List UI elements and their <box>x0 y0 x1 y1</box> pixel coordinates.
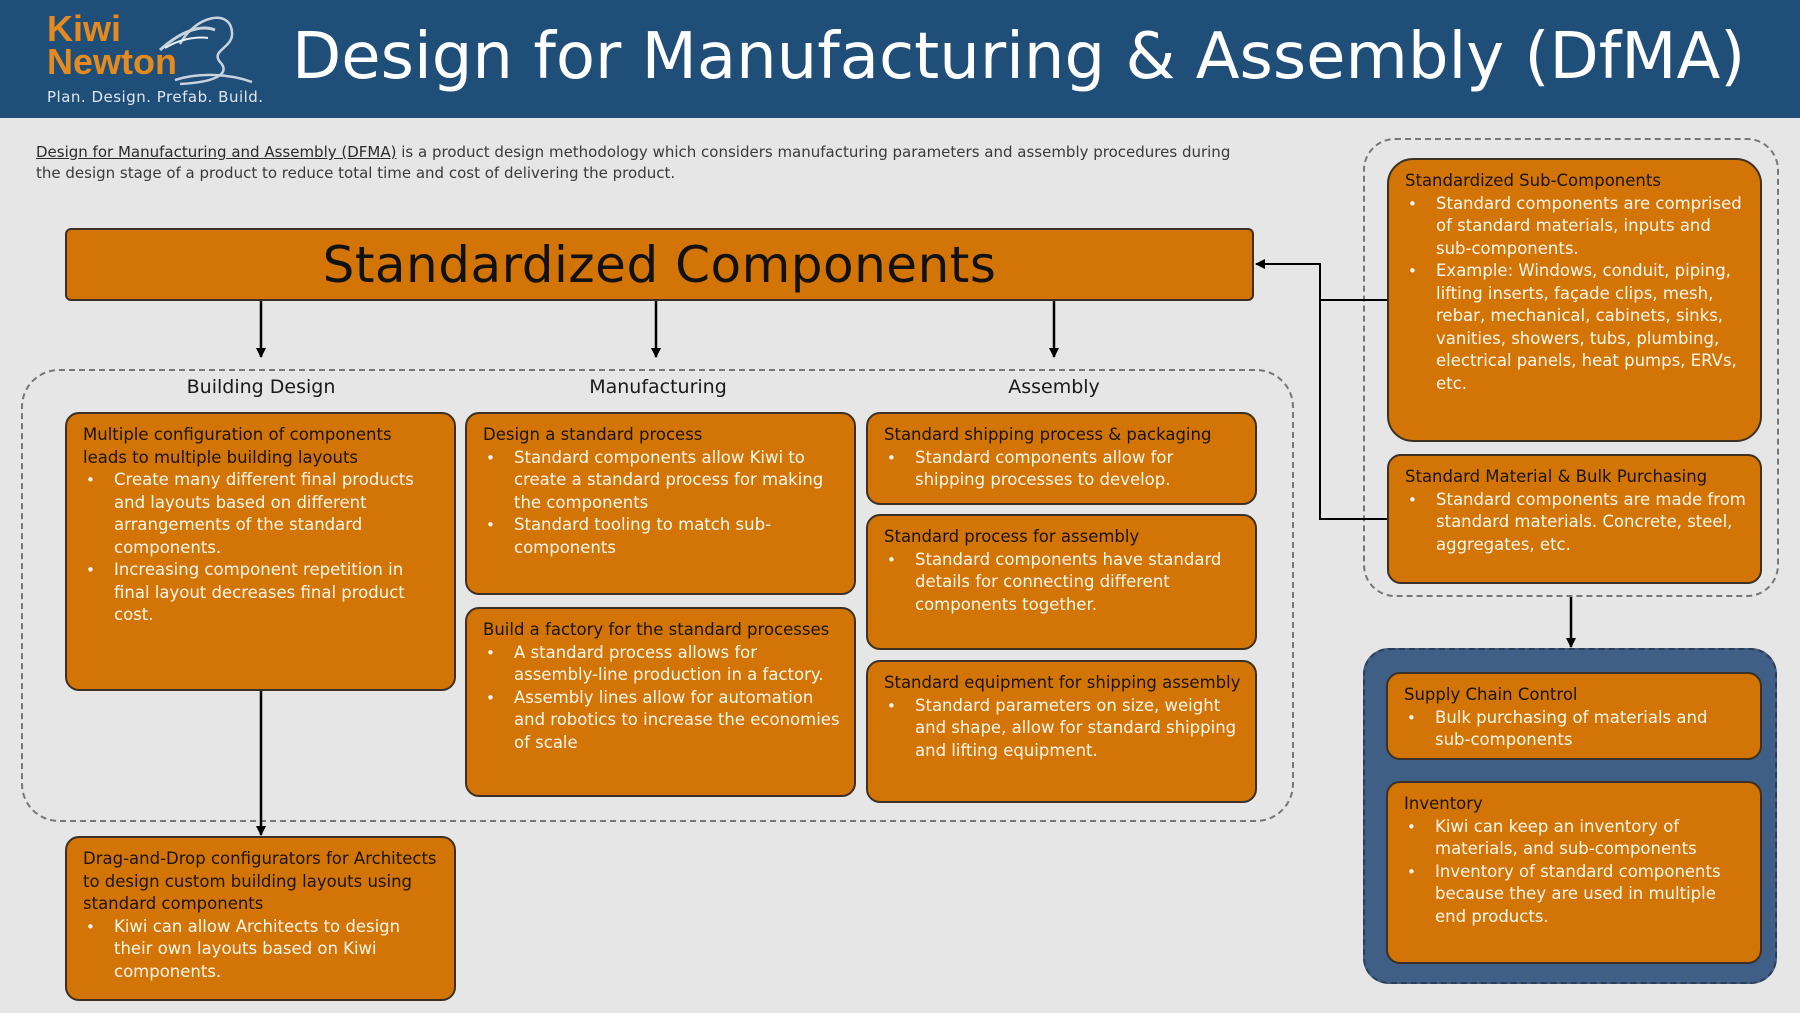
card-bullet: Kiwi can allow Architects to design thei… <box>83 916 440 984</box>
card-bullet: Bulk purchasing of materials and sub-com… <box>1404 707 1746 752</box>
card-bullet: Increasing component repetition in final… <box>83 559 440 627</box>
card-supply-chain-control: Supply Chain Control Bulk purchasing of … <box>1386 672 1762 760</box>
card-bullet: A standard process allows for assembly-l… <box>483 642 840 687</box>
card-title: Standardized Sub-Components <box>1405 171 1661 190</box>
card-bullet: Standard components allow for shipping p… <box>884 447 1241 492</box>
card-bullet: Standard components are made from standa… <box>1405 489 1746 557</box>
logo-tagline: Plan. Design. Prefab. Build. <box>47 88 264 106</box>
card-bullet: Inventory of standard components because… <box>1404 861 1746 929</box>
card-multiple-configuration: Multiple configuration of components lea… <box>65 412 456 691</box>
card-inventory: Inventory Kiwi can keep an inventory of … <box>1386 781 1762 964</box>
header-banner: Kiwi Newton Plan. Design. Prefab. Build.… <box>0 0 1800 118</box>
card-shipping-process: Standard shipping process & packaging St… <box>866 412 1257 505</box>
process-columns-group <box>21 369 1294 822</box>
card-build-factory: Build a factory for the standard process… <box>465 607 856 797</box>
page-title: Design for Manufacturing & Assembly (DfM… <box>292 20 1746 94</box>
intro-text: is a product design methodology which co… <box>36 143 1231 182</box>
card-bullet: Standard parameters on size, weight and … <box>884 695 1241 763</box>
column-label-building-design: Building Design <box>186 376 336 398</box>
column-label-assembly: Assembly <box>1008 376 1100 398</box>
card-title: Multiple configuration of components lea… <box>83 425 392 467</box>
card-bullet: Kiwi can keep an inventory of materials,… <box>1404 816 1746 861</box>
card-design-standard-process: Design a standard process Standard compo… <box>465 412 856 595</box>
card-bullet: Standard tooling to match sub-components <box>483 514 840 559</box>
card-title: Inventory <box>1404 794 1483 813</box>
column-label-manufacturing: Manufacturing <box>589 376 727 398</box>
card-title: Standard process for assembly <box>884 527 1140 546</box>
logo-text-kiwi: Kiwi <box>47 8 122 49</box>
intro-paragraph: Design for Manufacturing and Assembly (D… <box>36 142 1256 184</box>
card-equipment-shipping: Standard equipment for shipping assembly… <box>866 660 1257 803</box>
standardized-components-label: Standardized Components <box>322 235 997 294</box>
logo-text-newton: Newton <box>47 41 177 82</box>
card-title: Supply Chain Control <box>1404 685 1578 704</box>
card-bullet: Standard components allow Kiwi to create… <box>483 447 840 515</box>
card-bullet: Standard components are comprised of sta… <box>1405 193 1746 261</box>
dfma-definition-link[interactable]: Design for Manufacturing and Assembly (D… <box>36 143 397 161</box>
card-title: Standard shipping process & packaging <box>884 425 1212 444</box>
card-title: Design a standard process <box>483 425 703 444</box>
card-title: Build a factory for the standard process… <box>483 620 830 639</box>
card-title: Drag-and-Drop configurators for Architec… <box>83 849 437 913</box>
kiwi-bird-logo-icon <box>158 16 253 86</box>
card-title: Standard equipment for shipping assembly <box>884 673 1241 692</box>
card-drag-drop-configurator: Drag-and-Drop configurators for Architec… <box>65 836 456 1001</box>
card-standardized-sub-components: Standardized Sub-Components Standard com… <box>1387 158 1762 442</box>
card-title: Standard Material & Bulk Purchasing <box>1405 467 1708 486</box>
card-bullet: Assembly lines allow for automation and … <box>483 687 840 755</box>
card-bullet: Standard components have standard detail… <box>884 549 1241 617</box>
standardized-components-bar: Standardized Components <box>65 228 1254 301</box>
card-process-for-assembly: Standard process for assembly Standard c… <box>866 514 1257 650</box>
card-bullet: Create many different final products and… <box>83 469 440 559</box>
card-material-bulk-purchasing: Standard Material & Bulk Purchasing Stan… <box>1387 454 1762 584</box>
card-bullet: Example: Windows, conduit, piping, lifti… <box>1405 260 1746 395</box>
